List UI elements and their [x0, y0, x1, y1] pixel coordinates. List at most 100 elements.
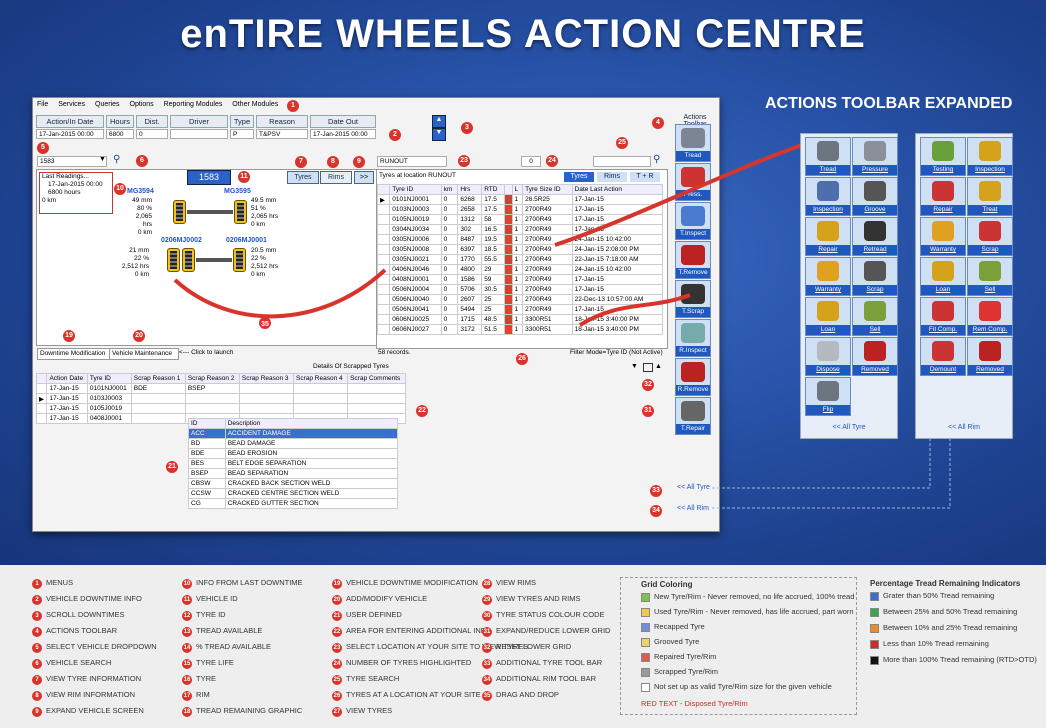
- grid-color-text: New Tyre/Rim - Never removed, no life ac…: [654, 592, 855, 601]
- downtime-driver[interactable]: [170, 129, 228, 139]
- rim-button-warranty[interactable]: Warranty: [920, 217, 966, 256]
- grid-color-item: Recapped Tyre: [621, 622, 856, 637]
- downtime-action-date[interactable]: 17-Jan-2015 00:00: [36, 129, 104, 139]
- downtime-hours[interactable]: 6800: [106, 129, 134, 139]
- tyre-button-removed[interactable]: Removed: [852, 337, 898, 376]
- launch-hint: <--- Click to launch: [179, 349, 234, 356]
- downtime-reason[interactable]: T&PSV: [256, 129, 308, 139]
- menu-other[interactable]: Other Modules: [232, 101, 279, 108]
- toolbar-button-tremove[interactable]: T.Remove: [675, 241, 711, 279]
- legend-text: AREA FOR ENTERING ADDITIONAL INFO: [346, 626, 492, 635]
- rim-button-remcomp[interactable]: Rem Comp.: [967, 297, 1013, 336]
- table-cell[interactable]: 17-Jan-15: [46, 413, 88, 424]
- tab-location-rims[interactable]: Rims: [597, 172, 627, 182]
- menu-reporting[interactable]: Reporting Modules: [163, 101, 223, 108]
- expand-vehicle-button[interactable]: >>: [354, 171, 374, 184]
- grid-color-text: Repaired Tyre/Rim: [654, 652, 717, 661]
- toolbar-button-tscrap[interactable]: T.Scrap: [675, 280, 711, 318]
- menu-queries[interactable]: Queries: [95, 101, 120, 108]
- toolbar-button-trepair[interactable]: T.Repair: [675, 397, 711, 435]
- tyre-toolbar-all[interactable]: << All Tyre: [832, 424, 866, 431]
- tyre-button-loan[interactable]: Loan: [805, 297, 851, 336]
- tab-rims[interactable]: Rims: [320, 171, 352, 184]
- vehicle-dropdown[interactable]: 1583: [37, 156, 107, 167]
- search-icon[interactable]: ⚲: [653, 154, 661, 165]
- rim-button-loan[interactable]: Loan: [920, 257, 966, 296]
- downtime-type[interactable]: P: [230, 129, 254, 139]
- hdr-driver: Driver: [170, 115, 228, 128]
- grid-color-text: Not set up as valid Tyre/Rim size for th…: [654, 682, 832, 691]
- callout-21: 21: [166, 461, 178, 473]
- dropdown-cell: CRACKED GUTTER SECTION: [224, 498, 399, 509]
- toolbar-button-label: R.Inspect: [676, 346, 710, 356]
- rim-toolbar-all[interactable]: << All Rim: [948, 424, 980, 431]
- tyre-button-warranty[interactable]: Warranty: [805, 257, 851, 296]
- scroll-down-button[interactable]: ▼: [432, 128, 446, 141]
- vehicle-panel: Last Readings... 17-Jan-2015 00:00 6800 …: [36, 169, 378, 346]
- tyre-button-pressure[interactable]: Pressure: [852, 137, 898, 176]
- button-label: Pressure: [853, 165, 897, 175]
- tyre-2[interactable]: [234, 200, 247, 224]
- downtime-dist[interactable]: 0: [136, 129, 168, 139]
- rim-button-repair[interactable]: Repair: [920, 177, 966, 216]
- tab-location-tr[interactable]: T + R: [630, 172, 660, 182]
- toolbar-button-tinspect[interactable]: T.Inspect: [675, 202, 711, 240]
- tab-location-tyres[interactable]: Tyres: [564, 172, 594, 182]
- collapse-grid-button[interactable]: ▲: [655, 363, 662, 370]
- tyre-button-tread[interactable]: Tread: [805, 137, 851, 176]
- tyre-button-dispose[interactable]: Dispose: [805, 337, 851, 376]
- vehicle-maintenance-button[interactable]: Vehicle Maintenance: [109, 348, 179, 360]
- tyre-search-input[interactable]: [593, 156, 651, 167]
- tyre-button-sell[interactable]: Sell: [852, 297, 898, 336]
- binoculars-icon[interactable]: ⚲: [113, 154, 121, 165]
- rim-button-demount[interactable]: Demount: [920, 337, 966, 376]
- tyre-4[interactable]: [233, 248, 246, 272]
- reset-grid-button[interactable]: [643, 363, 653, 372]
- legend-text: VIEW TYRES: [346, 706, 393, 715]
- all-tyre-button[interactable]: << All Tyre: [677, 484, 710, 491]
- menu-services[interactable]: Services: [58, 101, 86, 108]
- legend-number: 6: [32, 659, 42, 669]
- color-swatch: [641, 652, 650, 662]
- button-label: Tread: [806, 165, 850, 175]
- rim-button-fitcomp[interactable]: Fit Comp.: [920, 297, 966, 336]
- rim-button-sell[interactable]: Sell: [967, 257, 1013, 296]
- rim-button-treat[interactable]: Treat: [967, 177, 1013, 216]
- tyre-button-inspection[interactable]: Inspection: [805, 177, 851, 216]
- tyre-button-scrap[interactable]: Scrap: [852, 257, 898, 296]
- tyre-button-groove[interactable]: Groove: [852, 177, 898, 216]
- location-dropdown[interactable]: RUNOUT: [377, 156, 447, 167]
- tyre-button-retread[interactable]: Retread: [852, 217, 898, 256]
- menu-options[interactable]: Options: [129, 101, 154, 108]
- tyre-button-repair[interactable]: Repair: [805, 217, 851, 256]
- tab-tyres[interactable]: Tyres: [287, 171, 319, 184]
- toolbar-button-tread[interactable]: Tread: [675, 124, 711, 162]
- tyre-1[interactable]: [173, 200, 186, 224]
- scroll-up-button[interactable]: ▲: [432, 115, 446, 128]
- rim-button-inspection[interactable]: Inspection: [967, 137, 1013, 176]
- menu-file[interactable]: File: [37, 101, 49, 108]
- expand-grid-button[interactable]: ▼: [631, 363, 638, 370]
- rim-button-removed[interactable]: Removed: [967, 337, 1013, 376]
- all-rim-button[interactable]: << All Rim: [677, 505, 709, 512]
- tyre-button-flip[interactable]: Flip: [805, 377, 851, 416]
- toolbar-button-rinspect[interactable]: R.Inspect: [675, 319, 711, 357]
- rim-button-testing[interactable]: Testing: [920, 137, 966, 176]
- downtime-date-out[interactable]: 17-Jan-2015 00:00: [310, 129, 376, 139]
- toolbar-button-rremove[interactable]: R.Remove: [675, 358, 711, 396]
- tyre-3b[interactable]: [182, 248, 195, 272]
- tyre-3[interactable]: [167, 248, 180, 272]
- button-label: Sell: [968, 285, 1012, 295]
- rim-button-scrap[interactable]: Scrap: [967, 217, 1013, 256]
